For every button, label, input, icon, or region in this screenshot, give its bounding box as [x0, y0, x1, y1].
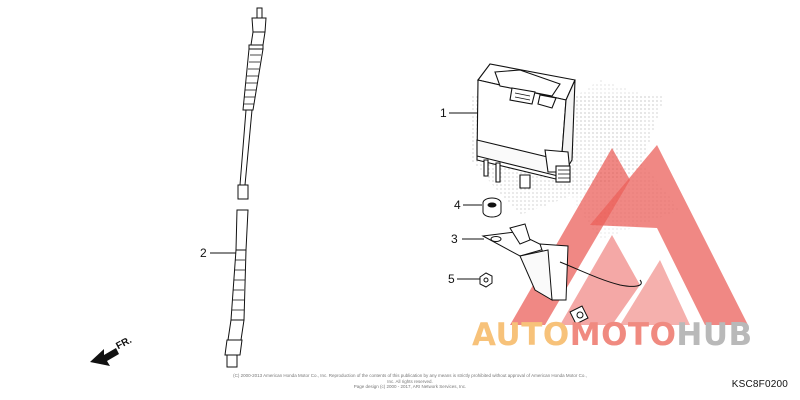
speedometer-cable — [224, 7, 267, 368]
diagram-code: KSC8F0200 — [731, 379, 788, 390]
cable-clip — [569, 305, 589, 325]
copyright-notice: (C) 2000-2013 American Honda Motor Co., … — [230, 373, 590, 390]
copyright-line-2: Page design (c) 2000 - 2017, ARI Network… — [353, 384, 467, 389]
watermark-part-1: AUTO — [472, 317, 570, 353]
grommet — [482, 197, 502, 218]
front-direction-arrow — [90, 348, 119, 366]
speedometer-assembly — [476, 63, 576, 189]
leader-lines — [210, 112, 484, 280]
callout-5: 5 — [448, 272, 455, 286]
watermark-part-2: MOTO — [569, 317, 677, 353]
callout-3: 3 — [451, 232, 458, 246]
watermark-part-3: HUB — [676, 317, 753, 353]
hex-nut — [479, 272, 493, 288]
callout-2: 2 — [200, 246, 207, 260]
watermark-text: AUTOMOTOHUB — [472, 318, 753, 352]
callout-4: 4 — [454, 198, 461, 212]
callout-1: 1 — [440, 106, 447, 120]
copyright-line-1: (C) 2000-2013 American Honda Motor Co., … — [233, 373, 587, 384]
stay-bracket — [481, 223, 642, 301]
